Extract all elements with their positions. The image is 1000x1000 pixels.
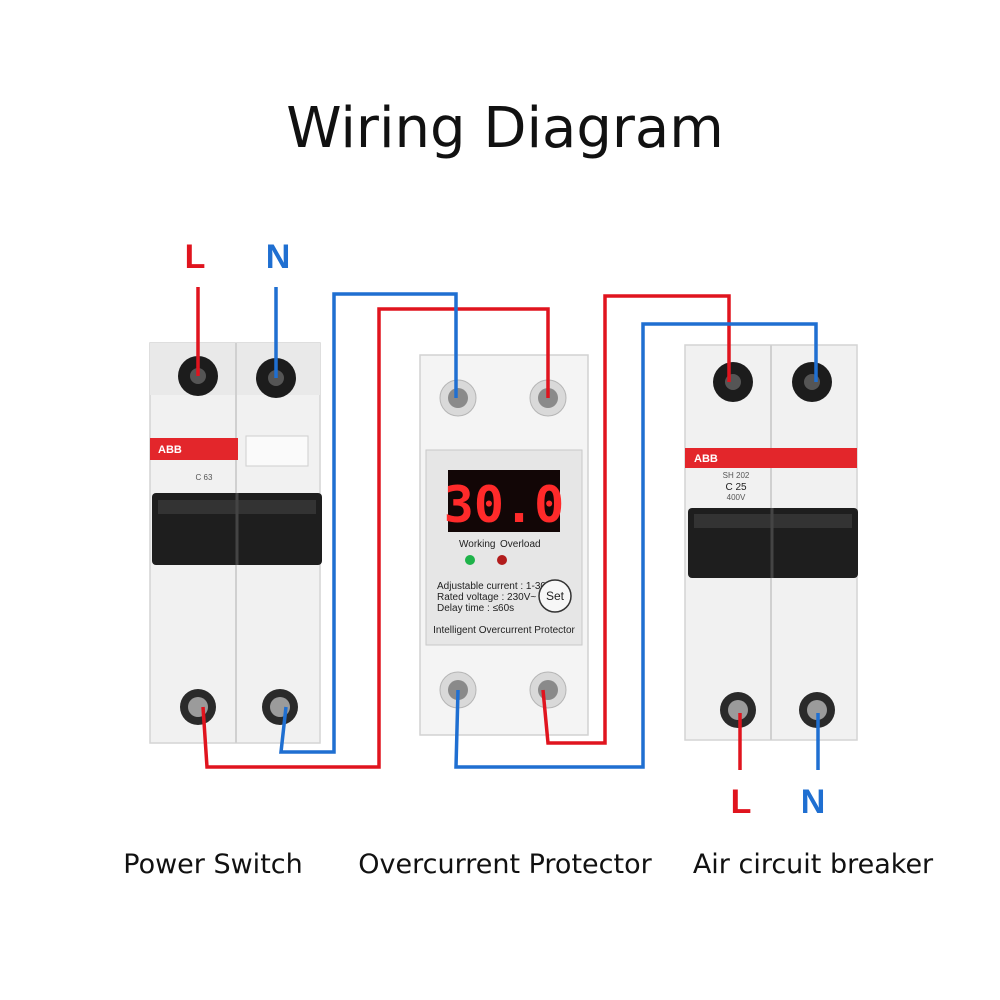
wire-protector-to-breaker-neutral: [454, 322, 818, 769]
breaker-top-terminal-n: [792, 362, 832, 402]
protector-display-bg: [448, 470, 560, 532]
caption-protector: Overcurrent Protector: [358, 849, 652, 880]
breaker-brand: ABB: [694, 453, 718, 465]
protector-display-readout: 30.0: [444, 476, 564, 534]
overcurrent-protector: 30.0 Working Overload Adjustable current…: [419, 354, 589, 736]
breaker-abb-band: [685, 448, 857, 468]
breaker-bottom-terminal-n: [799, 692, 835, 728]
protector-spec-delay: Delay time : ≤60s: [437, 603, 514, 614]
output-label-n: N: [801, 783, 826, 821]
caption-power-switch: Power Switch: [123, 849, 302, 880]
breaker-series: SH 202: [723, 471, 750, 480]
breaker-top-terminal-l: [713, 362, 753, 402]
breaker-bottom-terminal-l: [720, 692, 756, 728]
power-switch-label-window: [245, 435, 309, 467]
protector-set-button: [538, 579, 572, 613]
protector-spec-voltage: Rated voltage : 230V~: [437, 592, 536, 603]
protector-spec-current: Adjustable current : 1-30A: [437, 581, 553, 592]
input-label-l: L: [185, 238, 206, 276]
wire-switch-to-protector-line: [201, 307, 550, 769]
protector-working-led: [465, 555, 475, 565]
protector-top-screw-n: [439, 379, 477, 417]
breaker-rating: C 25: [725, 482, 747, 493]
wire-switch-to-protector-neutral: [279, 292, 458, 754]
power-switch: ABB C 63: [149, 342, 322, 744]
power-switch-bottom-terminal-n: [262, 689, 298, 725]
power-switch-brand: ABB: [158, 444, 182, 456]
air-circuit-breaker: ABB SH 202 C 25 400V: [684, 344, 858, 741]
power-switch-bottom-terminal-l: [180, 689, 216, 725]
input-label-n: N: [266, 238, 291, 276]
protector-bottom-screw-l: [529, 671, 567, 709]
diagram-title: Wiring Diagram: [286, 96, 724, 161]
protector-set-label: Set: [546, 589, 565, 603]
power-switch-model: C 63: [196, 473, 213, 482]
power-switch-abb-band: [150, 438, 238, 460]
protector-overload-led: [497, 555, 507, 565]
protector-label-overload: Overload: [500, 539, 541, 550]
caption-breaker: Air circuit breaker: [693, 849, 934, 880]
output-label-l: L: [731, 783, 752, 821]
protector-name: Intelligent Overcurrent Protector: [433, 625, 575, 636]
breaker-voltage: 400V: [727, 493, 746, 502]
wire-protector-to-breaker-line: [541, 294, 731, 745]
protector-label-working: Working: [459, 539, 496, 550]
